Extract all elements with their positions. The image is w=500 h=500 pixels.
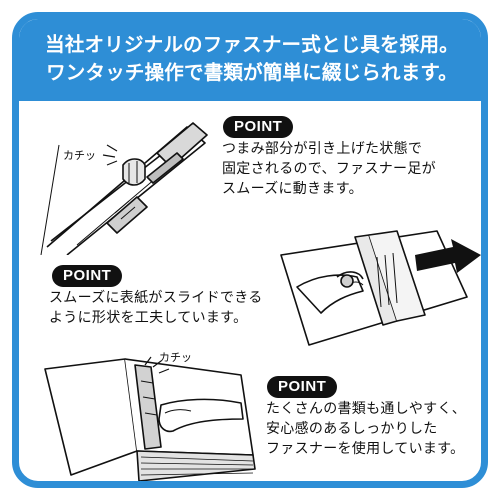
point-badge-1: POINT xyxy=(223,116,294,138)
click-burst-icon xyxy=(102,144,118,166)
point-badge-2: POINT xyxy=(52,265,123,287)
point-2-line-2: ように形状を工夫しています。 xyxy=(49,310,248,326)
click-label-1: カチッ xyxy=(63,149,96,162)
point-3-line-1: たくさんの書類も通しやすく、 xyxy=(266,401,467,417)
point-2-line-1: スムーズに表紙がスライドできる xyxy=(49,290,263,306)
cover-slide-illustration xyxy=(280,230,481,346)
slide-arrow-icon xyxy=(415,239,481,273)
clip-mechanism-illustration: カチッ xyxy=(40,122,208,255)
headline-line-2: ワンタッチ操作で書類が簡単に綴じられます。 xyxy=(46,61,458,84)
point-1-line-2: 固定されるので、ファスナー足が xyxy=(222,161,436,177)
point-1-line-3: スムーズに動きます。 xyxy=(222,181,363,197)
point-text-1: つまみ部分が引き上げた状態で 固定されるので、ファスナー足が スムーズに動きます… xyxy=(222,139,436,199)
point-text-3: たくさんの書類も通しやすく、 安心感のあるしっかりした ファスナーを使用していま… xyxy=(266,399,466,459)
click-burst-icon xyxy=(144,356,170,374)
header-banner: 当社オリジナルのファスナー式とじ具を採用。 ワンタッチ操作で書類が簡単に綴じられ… xyxy=(19,19,481,101)
thick-binder-illustration: カチッ xyxy=(44,351,256,481)
point-3-line-3: ファスナーを使用しています。 xyxy=(266,441,465,457)
headline-line-1: 当社オリジナルのファスナー式とじ具を採用。 xyxy=(45,33,459,56)
point-3-line-2: 安心感のあるしっかりした xyxy=(266,421,438,437)
click-label-2: カチッ xyxy=(159,351,192,364)
point-badge-3: POINT xyxy=(267,376,338,398)
point-1-line-1: つまみ部分が引き上げた状態で xyxy=(222,141,423,157)
point-text-2: スムーズに表紙がスライドできる ように形状を工夫しています。 xyxy=(49,288,263,328)
feature-panel: 当社オリジナルのファスナー式とじ具を採用。 ワンタッチ操作で書類が簡単に綴じられ… xyxy=(12,12,488,488)
